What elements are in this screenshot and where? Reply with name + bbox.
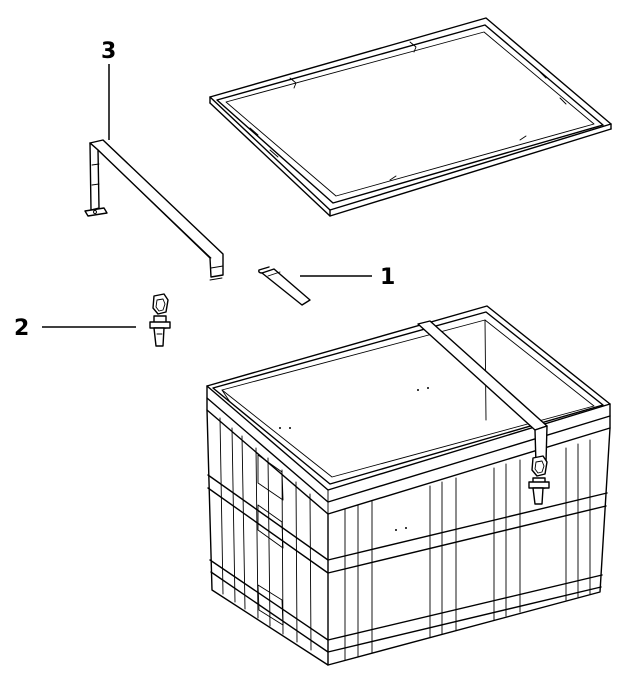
callout-1: 1: [300, 265, 395, 290]
callout-label-3: 3: [101, 39, 116, 64]
callout-3: 3: [101, 39, 116, 140]
strap-clip-icon: [258, 266, 311, 306]
callout-label-1: 1: [380, 265, 395, 290]
crate-icon: [206, 305, 611, 666]
lid-icon: [209, 17, 612, 217]
callout-label-2: 2: [14, 316, 29, 341]
callout-2: 2: [14, 316, 136, 341]
latch-buckle-icon: [149, 293, 171, 347]
u-strap-band-icon: [84, 139, 224, 281]
